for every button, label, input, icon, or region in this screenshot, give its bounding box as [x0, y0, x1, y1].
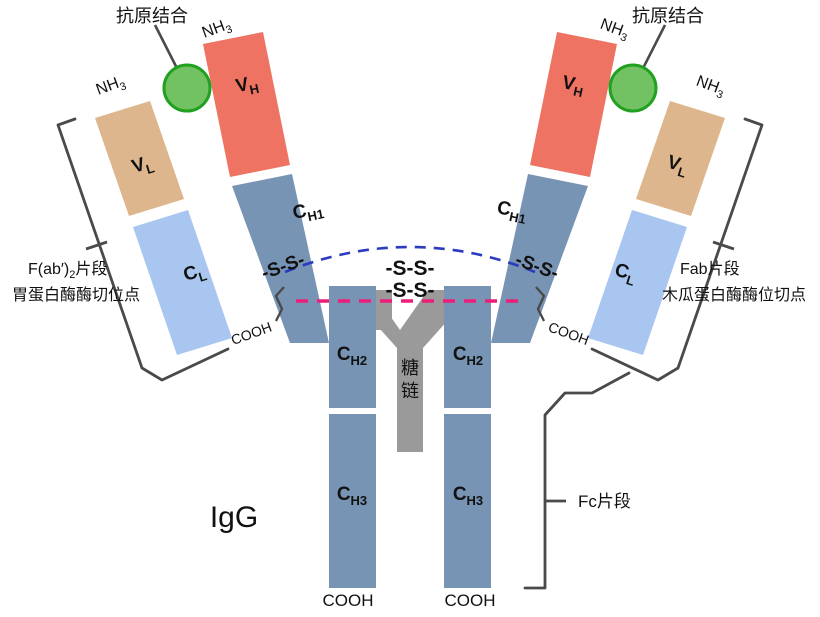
right-ch3-label: CH3: [453, 484, 483, 508]
right-heavy-nh3-label: NH3: [597, 16, 631, 45]
right-cooh-connector: [535, 286, 546, 322]
left-cooh-connector: [274, 286, 285, 322]
left-vh-label: VH: [234, 72, 261, 100]
right-antigen-circle-icon: [608, 63, 658, 113]
fc-fragment-label: Fc片段: [578, 492, 631, 511]
left-cl-block: [133, 210, 232, 355]
right-fab-bracket: [590, 117, 764, 382]
glycan-label-line2: 链: [401, 381, 419, 401]
papain-site-label: 木瓜蛋白酶酶位切点: [662, 286, 806, 304]
left-heavy-cooh-label: COOH: [323, 591, 374, 610]
fab-fragment-label: Fab片段: [680, 260, 740, 278]
page-title: IgG: [210, 501, 258, 534]
right-fab-bracket-tick: [712, 240, 735, 251]
right-light-chain: [588, 101, 725, 355]
left-fab2-bracket: [56, 117, 230, 382]
right-heavy-cooh-label: COOH: [445, 591, 496, 610]
right-ch1-label: CH1: [494, 197, 529, 227]
right-light-nh3-label: NH3: [693, 73, 727, 102]
right-antigen-site: [608, 24, 667, 113]
fc-bracket: [523, 371, 631, 590]
fc-ch2: [329, 286, 491, 408]
left-vh-block: [203, 32, 290, 177]
right-vh-block: [530, 32, 617, 177]
right-vh-label: VH: [560, 72, 587, 100]
left-heavy-nh3-label: NH3: [200, 16, 234, 45]
left-light-chain: [95, 101, 232, 355]
left-light-nh3-label: NH3: [94, 73, 128, 102]
glycan-y-body: [372, 290, 448, 452]
left-ch3-block: [329, 414, 376, 588]
left-fab2-bracket-tick: [85, 240, 108, 251]
left-ch3-label: CH3: [337, 484, 367, 508]
right-antigen-binding-label: 抗原结合: [632, 6, 704, 26]
glycan-label-line1: 糖: [401, 358, 419, 378]
hinge-disulfide-label-2: -S-S-: [386, 279, 435, 302]
right-vl-block: [636, 101, 725, 216]
right-ch3-block: [444, 414, 491, 588]
right-ch2-block: [444, 286, 491, 408]
left-vl-block: [95, 101, 184, 216]
fc-ch3: [329, 414, 491, 588]
hinge-disulfide-label-1: -S-S-: [386, 257, 435, 280]
left-ch1-label: CH1: [291, 197, 326, 227]
left-antigen-site: [153, 24, 212, 113]
left-antigen-binding-label: 抗原结合: [116, 6, 188, 26]
right-ch2-label: CH2: [453, 344, 483, 368]
left-antigen-circle-icon: [162, 63, 212, 113]
fab2-fragment-label: F(ab′)2片段: [28, 260, 107, 281]
left-ch2-label: CH2: [337, 344, 367, 368]
right-cl-block: [588, 210, 687, 355]
pepsin-site-label: 胃蛋白酶酶切位点: [12, 286, 140, 304]
left-ch2-block: [329, 286, 376, 408]
